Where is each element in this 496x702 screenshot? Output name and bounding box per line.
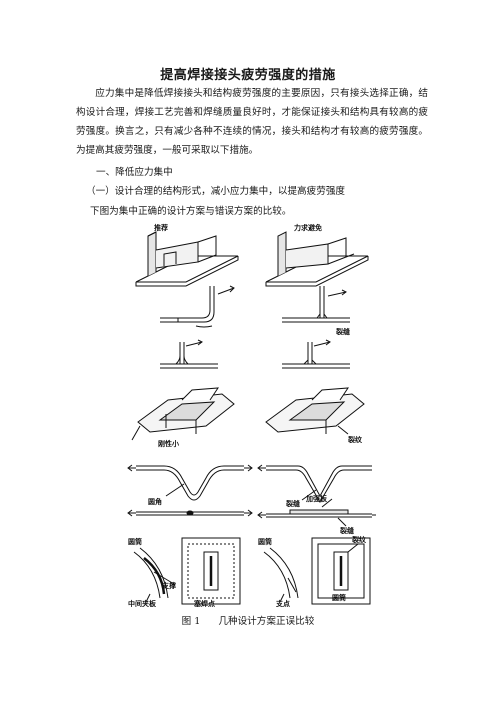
label-crack-4: 裂缝 bbox=[339, 526, 354, 535]
caption-number: 图 1 bbox=[181, 616, 201, 627]
row1-left-stiffener bbox=[135, 231, 239, 287]
figure-intro: 下图为集中正确的设计方案与错误方案的比较。 bbox=[90, 206, 292, 217]
header-avoid: 力求避免 bbox=[294, 223, 322, 232]
label-fillet: 圆角 bbox=[148, 497, 162, 506]
label-middle-pad: 中间夹板 bbox=[128, 599, 157, 607]
row1-right-stiffener bbox=[265, 231, 369, 287]
figure-design-comparison: 推荐 力求避免 裂缝 刚性小 裂纹 圆角 裂缝 加强板 裂缝 圆筒 支撑 中间夹… bbox=[126, 222, 376, 607]
label-plug-weld: 塞焊点 bbox=[194, 599, 215, 607]
row6-right-reinforced bbox=[257, 498, 376, 527]
label-crack-3: 裂缝 bbox=[285, 499, 300, 508]
row5-left-curve bbox=[127, 464, 253, 501]
section-heading: 一、降低应力集中 bbox=[96, 167, 173, 178]
row7-left-cylinder bbox=[133, 537, 241, 605]
label-cylinder-right-2: 圆筒 bbox=[332, 593, 346, 602]
label-cylinder-right: 圆筒 bbox=[258, 537, 272, 546]
label-crack-1: 裂缝 bbox=[335, 327, 350, 336]
label-cylinder-left: 圆筒 bbox=[128, 537, 142, 546]
subsection-heading: （一）设计合理的结构形式，减小应力集中，以提高疲劳强度 bbox=[86, 186, 346, 197]
header-recommended: 推荐 bbox=[154, 223, 168, 232]
figure-caption: 图 1 几种设计方案正误比较 bbox=[0, 613, 496, 627]
row4-right-lap bbox=[265, 387, 365, 435]
label-pivot: 支点 bbox=[275, 599, 290, 607]
row6-left-butt bbox=[127, 509, 253, 517]
row7-right-cylinder bbox=[263, 537, 371, 605]
label-crack-2: 裂纹 bbox=[347, 435, 363, 444]
caption-text: 几种设计方案正误比较 bbox=[218, 616, 315, 627]
label-rigidity-small: 刚性小 bbox=[158, 439, 179, 448]
row4-left-lap bbox=[131, 387, 235, 441]
row3-left-tjoint bbox=[160, 339, 218, 369]
row2-left-bend bbox=[160, 285, 235, 328]
intro-paragraph: 应力集中是降低焊接接头和结构疲劳强度的主要原因，只有接头选择正确，结构设计合理，… bbox=[76, 88, 428, 156]
label-support: 支撑 bbox=[161, 581, 176, 590]
figure-drawing: 推荐 力求避免 裂缝 刚性小 裂纹 圆角 裂缝 加强板 裂缝 圆筒 支撑 中间夹… bbox=[127, 223, 376, 607]
row3-right-tjoint bbox=[282, 339, 350, 369]
document-title: 提高焊接接头疲劳强度的措施 bbox=[160, 68, 336, 83]
label-reinforcing-plate: 加强板 bbox=[305, 494, 328, 503]
row2-right-corner bbox=[282, 286, 350, 323]
label-crack-5: 裂纹 bbox=[351, 535, 367, 544]
row5-right-curve bbox=[257, 464, 372, 503]
